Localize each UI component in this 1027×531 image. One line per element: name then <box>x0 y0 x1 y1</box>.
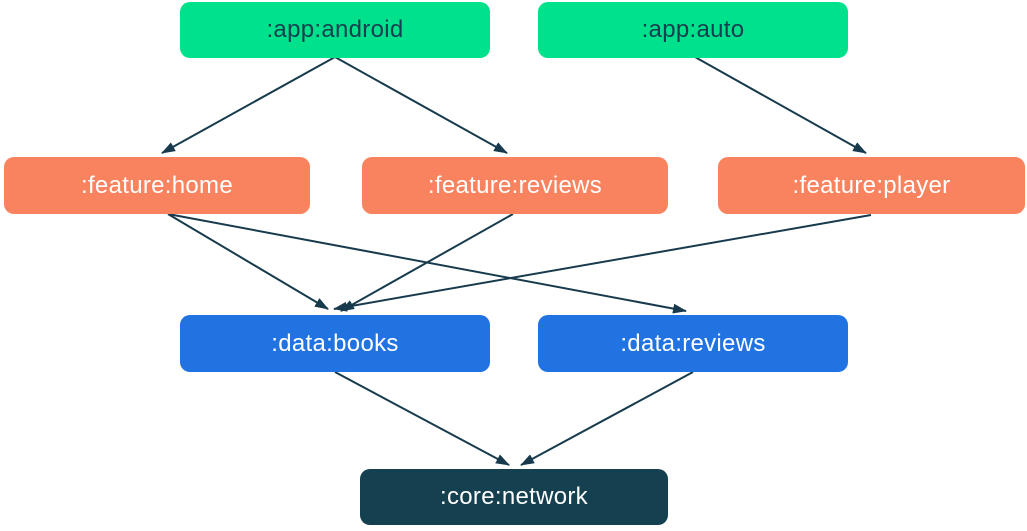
edge-feature-reviews-to-data-books <box>340 213 514 312</box>
edge-app-android-to-feature-home <box>161 56 336 154</box>
node-label-app-android: :app:android <box>266 16 404 43</box>
edge-feature-home-to-data-books <box>167 213 329 310</box>
edge-app-auto-to-feature-player <box>694 56 867 154</box>
node-data-books: :data:books <box>180 315 490 372</box>
node-label-app-auto: :app:auto <box>641 16 745 43</box>
edge-feature-home-to-data-reviews <box>167 213 687 314</box>
node-label-feature-home: :feature:home <box>81 171 233 199</box>
node-core-network: :core:network <box>360 469 668 525</box>
node-app-auto: :app:auto <box>538 2 848 58</box>
node-label-core-network: :core:network <box>440 483 588 510</box>
node-feature-player: :feature:player <box>718 157 1025 214</box>
node-label-data-reviews: :data:reviews <box>620 329 766 357</box>
node-feature-reviews: :feature:reviews <box>362 157 668 214</box>
edge-feature-player-to-data-books <box>333 214 872 312</box>
node-label-data-books: :data:books <box>271 329 399 357</box>
edge-data-books-to-core-network <box>334 371 510 466</box>
edge-data-reviews-to-core-network <box>520 371 694 466</box>
node-data-reviews: :data:reviews <box>538 315 848 372</box>
edge-app-android-to-feature-reviews <box>334 56 508 154</box>
node-label-feature-player: :feature:player <box>792 171 951 199</box>
node-feature-home: :feature:home <box>4 157 310 214</box>
node-app-android: :app:android <box>180 2 490 58</box>
node-label-feature-reviews: :feature:reviews <box>427 171 603 199</box>
